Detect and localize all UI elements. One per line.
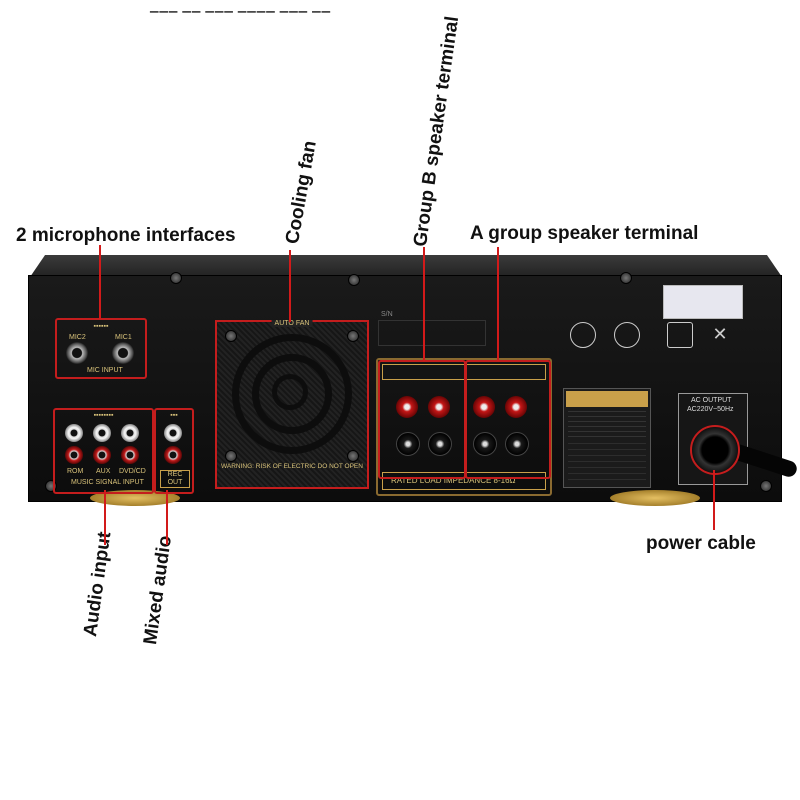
group-b-left-negative[interactable]: [428, 432, 452, 456]
group-a-right-positive[interactable]: [473, 396, 495, 418]
label-mixed-audio: Mixed audio: [140, 534, 177, 646]
rec-panel-header: ▪▪▪: [170, 412, 178, 419]
group-a-terminal: [465, 360, 551, 479]
warning-label-panel: [563, 388, 651, 488]
leader-audio-input: [104, 490, 106, 545]
leader-mic: [99, 245, 101, 319]
auto-fan-label: AUTO FAN: [271, 320, 313, 327]
group-b-terminal: [378, 360, 466, 479]
spec-text-lines: [568, 443, 646, 483]
sn-label: S/N: [381, 311, 393, 318]
rec-out-left-rca[interactable]: [164, 424, 182, 442]
group-b-right-positive[interactable]: [396, 396, 418, 418]
mic1-label: MIC1: [115, 334, 132, 341]
label-power-cable: power cable: [646, 533, 756, 554]
group-a-right-negative[interactable]: [473, 432, 497, 456]
rom-label: ROM: [67, 468, 84, 475]
music-signal-input-label: MUSIC SIGNAL INPUT: [71, 479, 144, 486]
gold-foot-right: [610, 490, 700, 506]
mic1-jack[interactable]: [112, 342, 134, 364]
leader-fan: [289, 250, 291, 322]
leader-mixed-audio: [166, 490, 168, 545]
group-a-left-positive[interactable]: [505, 396, 527, 418]
amplifier-top-edge: [30, 255, 782, 277]
label-mic-interfaces: 2 microphone interfaces: [16, 225, 236, 246]
gold-foot-left: [90, 490, 180, 506]
rated-load-label: RATED LOAD IMPEDANCE 8-16Ω: [391, 476, 516, 485]
screw: [620, 272, 632, 284]
leader-group-a: [497, 247, 499, 361]
screw: [760, 480, 772, 492]
aux-label: AUX: [96, 468, 111, 475]
label-group-a: A group speaker terminal: [470, 223, 699, 244]
dvd-right-rca[interactable]: [121, 446, 139, 464]
certification-mark-icon: [614, 322, 640, 348]
screw: [347, 330, 359, 342]
ac-spec-label: AC220V~50Hz: [687, 406, 734, 413]
mic2-label: MIC2: [69, 334, 86, 341]
cooling-fan: AUTO FAN WARNING: RISK OF ELECTRIC DO NO…: [215, 320, 369, 489]
music-signal-input-panel: ▪▪▪▪▪▪▪▪ ROM AUX DVD/CD MUSIC SIGNAL INP…: [53, 408, 154, 494]
rom-right-rca[interactable]: [65, 446, 83, 464]
group-a-left-negative[interactable]: [505, 432, 529, 456]
screw: [225, 450, 237, 462]
mic2-jack[interactable]: [66, 342, 88, 364]
mic-input-label: MIC INPUT: [87, 367, 123, 374]
rec-out-panel: ▪▪▪ REC OUT: [154, 408, 194, 494]
screw: [225, 330, 237, 342]
weee-bin-icon: ✕: [712, 324, 728, 344]
leader-group-b: [423, 247, 425, 361]
group-b-left-positive[interactable]: [428, 396, 450, 418]
label-cooling-fan: Cooling fan: [282, 139, 321, 246]
top-cropped-text: ▁▁▁ ▁▁ ▁▁▁ ▁▁▁▁ ▁▁▁ ▁▁: [150, 1, 332, 13]
dvd-left-rca[interactable]: [121, 424, 139, 442]
fan-inner-ring: [252, 354, 332, 434]
ccc-mark-icon: [570, 322, 596, 348]
warning-text: WARNING: RISK OF ELECTRIC DO NOT OPEN: [221, 463, 363, 470]
recycle-mark-icon: [667, 322, 693, 348]
screw: [170, 272, 182, 284]
dvd-cd-label: DVD/CD: [119, 468, 146, 475]
screw: [347, 450, 359, 462]
fan-outer-ring: [232, 334, 352, 454]
warning-header: [566, 391, 648, 407]
screw: [348, 274, 360, 286]
rec-out-label: REC OUT: [160, 470, 190, 488]
serial-number-box: S/N: [378, 311, 486, 346]
leader-power: [713, 470, 715, 530]
label-group-b: Group B speaker terminal: [410, 14, 464, 248]
aux-right-rca[interactable]: [93, 446, 111, 464]
aux-left-rca[interactable]: [93, 424, 111, 442]
group-b-right-negative[interactable]: [396, 432, 420, 456]
music-panel-header: ▪▪▪▪▪▪▪▪: [93, 412, 114, 419]
fan-hub: [272, 374, 308, 410]
qr-sticker: [663, 285, 743, 319]
warning-text-lines: [568, 411, 646, 439]
rom-left-rca[interactable]: [65, 424, 83, 442]
ac-output-label: AC OUTPUT: [691, 397, 732, 404]
mic-input-panel: ▪▪▪▪▪▪ MIC2 MIC1 MIC INPUT: [55, 318, 147, 379]
mic-panel-header: ▪▪▪▪▪▪: [93, 323, 109, 330]
label-audio-input: Audio input: [80, 530, 116, 638]
rec-out-right-rca[interactable]: [164, 446, 182, 464]
power-cable-socket: [690, 425, 740, 475]
